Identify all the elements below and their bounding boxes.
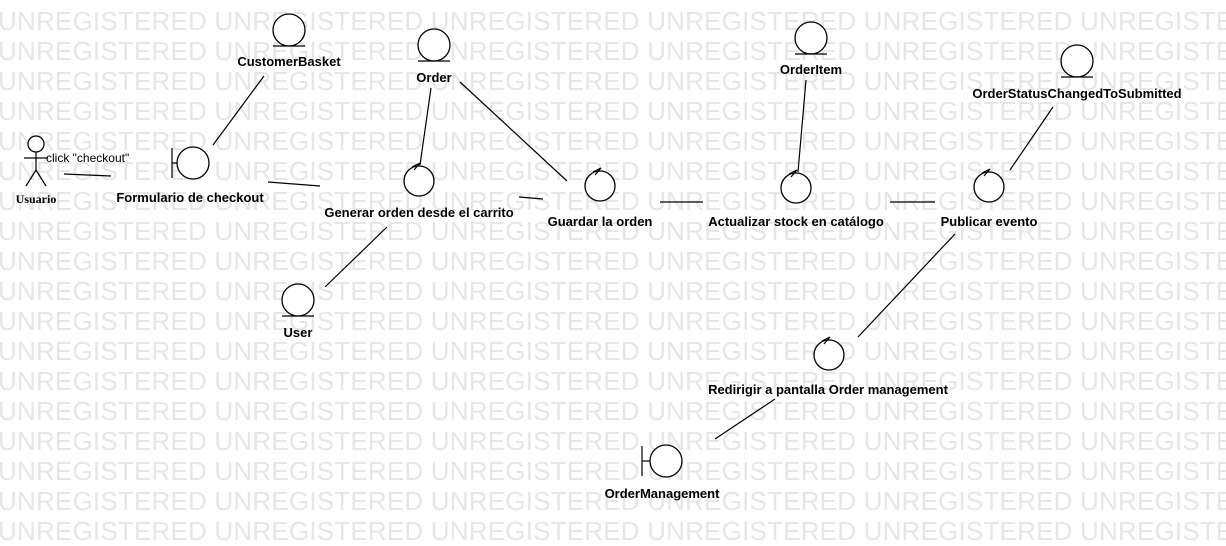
- control-label: Guardar la orden: [548, 214, 653, 229]
- boundary-checkout-form[interactable]: Formulario de checkout: [116, 146, 264, 205]
- control-icon: [584, 170, 616, 202]
- connections: [63, 75, 1054, 440]
- link-publish-redirect: [857, 233, 956, 338]
- link-redirect-ordermgmt: [714, 398, 776, 440]
- actor-usuario[interactable]: Usuario: [16, 135, 57, 206]
- link-event-publish: [1009, 106, 1054, 171]
- link-form-basket: [212, 75, 265, 146]
- link-usuario-form: [63, 173, 112, 177]
- actor-head-icon: [27, 135, 45, 153]
- boundary-label: OrderManagement: [605, 486, 721, 501]
- control-save-order[interactable]: Guardar la orden: [548, 167, 653, 229]
- boundary-icon: [176, 146, 210, 180]
- control-icon: [973, 171, 1005, 203]
- link-form-generate: [267, 181, 321, 187]
- control-update-stock[interactable]: Actualizar stock en catálogo: [708, 169, 884, 229]
- control-label: Publicar evento: [941, 214, 1038, 229]
- entity-order-status-event[interactable]: OrderStatusChangedToSubmitted: [972, 44, 1182, 101]
- link-orderitem-update: [797, 79, 807, 173]
- entity-customer-basket[interactable]: CustomerBasket: [237, 13, 341, 69]
- link-order-generate: [419, 87, 432, 166]
- boundary-label: Formulario de checkout: [116, 190, 264, 205]
- control-label: Generar orden desde el carrito: [324, 205, 513, 220]
- entity-order[interactable]: Order: [416, 28, 452, 85]
- entity-icon: [794, 21, 828, 55]
- boundary-icon: [649, 444, 683, 478]
- entity-icon: [281, 283, 315, 317]
- control-redirect[interactable]: Redirigir a pantalla Order management: [708, 336, 949, 397]
- link-generate-user: [324, 226, 388, 288]
- entity-icon: [1060, 44, 1094, 78]
- message-click-checkout: click "checkout": [46, 151, 129, 165]
- control-label: Redirigir a pantalla Order management: [708, 382, 949, 397]
- entity-icon: [417, 28, 451, 62]
- entity-icon: [272, 13, 306, 47]
- control-generate-order[interactable]: Generar orden desde el carrito: [324, 162, 514, 220]
- actor-label: Usuario: [16, 192, 57, 206]
- entity-label: Order: [416, 70, 451, 85]
- entity-label: OrderItem: [780, 62, 842, 77]
- entity-user[interactable]: User: [281, 283, 315, 340]
- control-icon: [403, 165, 435, 197]
- control-label: Actualizar stock en catálogo: [708, 214, 884, 229]
- control-publish-event[interactable]: Publicar evento: [941, 168, 1038, 229]
- link-order-save: [459, 81, 568, 182]
- entity-label: OrderStatusChangedToSubmitted: [972, 86, 1181, 101]
- control-icon: [780, 172, 812, 204]
- entity-label: CustomerBasket: [237, 54, 341, 69]
- link-generate-save: [518, 196, 544, 200]
- entity-order-item[interactable]: OrderItem: [780, 21, 842, 77]
- control-icon: [813, 339, 845, 371]
- entity-label: User: [284, 325, 313, 340]
- boundary-order-management[interactable]: OrderManagement: [605, 444, 721, 501]
